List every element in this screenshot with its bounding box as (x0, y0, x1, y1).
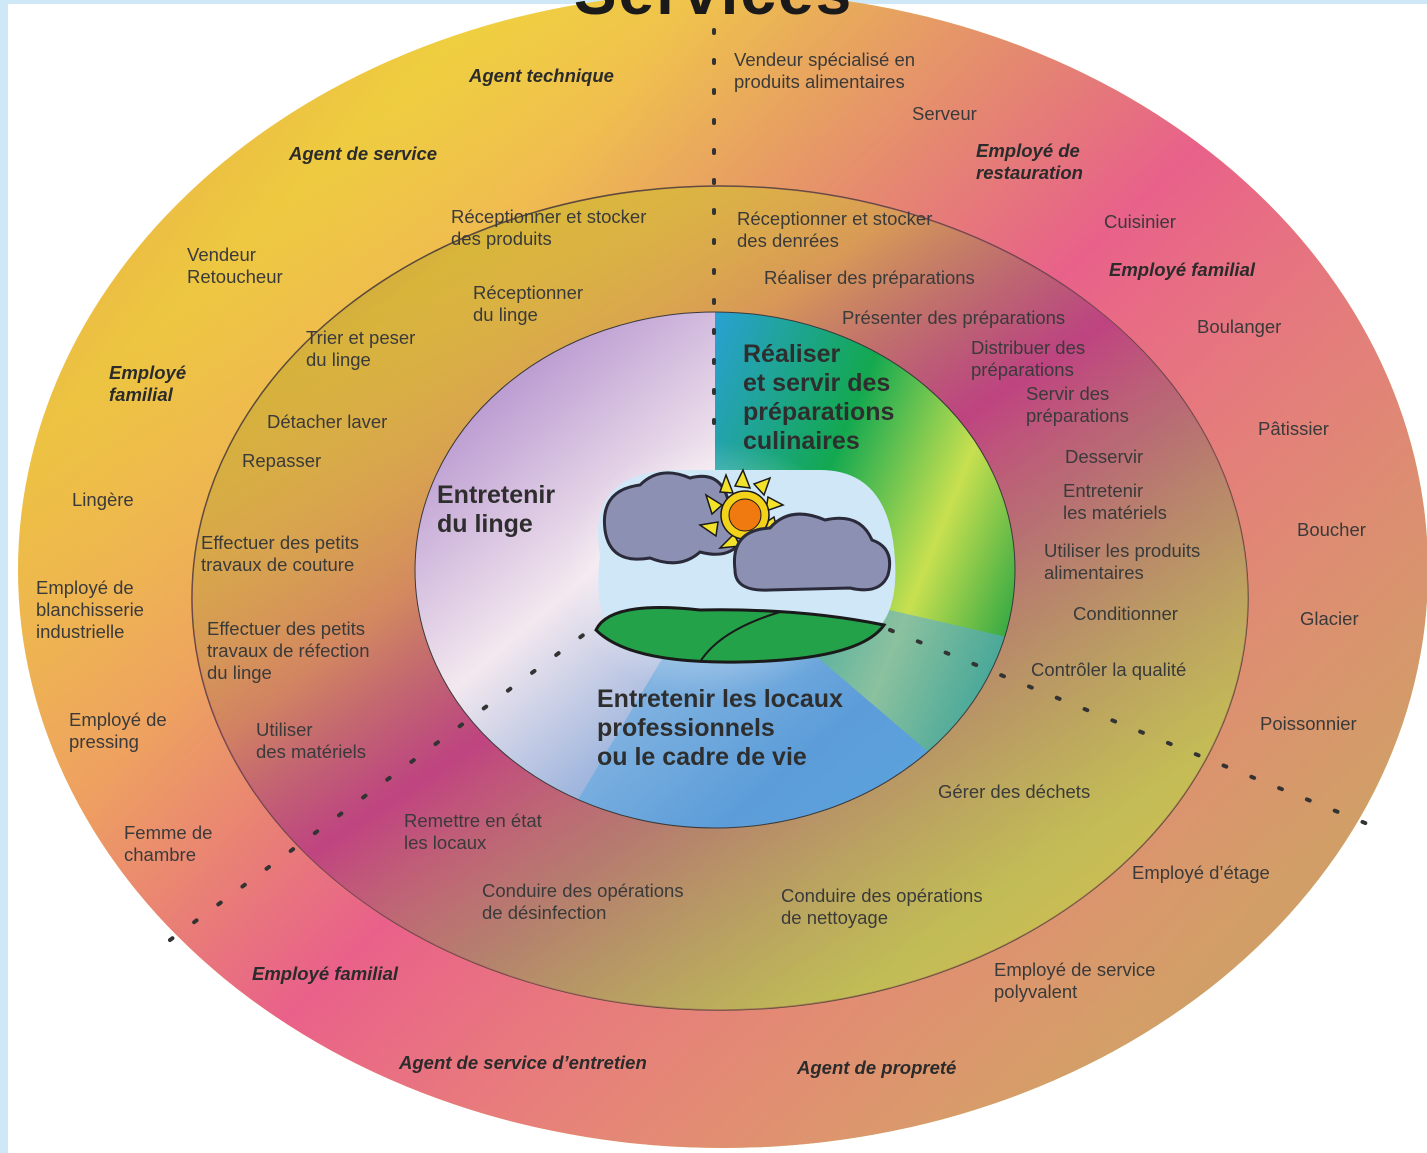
activity-receptionner-linge: Réceptionner du linge (473, 282, 584, 325)
activity-controler-qualite: Contrôler la qualité (1031, 659, 1187, 680)
job-pressing: Employé de pressing (69, 709, 167, 752)
activity-receptionner-stocker-denrees: Réceptionner et stocker des denrées (737, 208, 933, 251)
job-poissonnier: Poissonnier (1260, 713, 1357, 734)
activity-detacher-laver: Détacher laver (267, 411, 388, 432)
job-employe-familial-bottom: Employé familial (252, 963, 398, 984)
activity-desinfection: Conduire des opérations de désinfection (482, 880, 684, 923)
job-vendeur-alimentaire: Vendeur spécialisé en produits alimentai… (734, 49, 916, 92)
job-employe-restauration: Employé de restauration (976, 140, 1083, 183)
activity-distribuer-preparations: Distribuer des préparations (971, 337, 1086, 380)
job-agent-service: Agent de service (289, 143, 438, 164)
activity-trier-peser: Trier et peser du linge (306, 327, 416, 370)
activity-utiliser-materiels: Utiliser des matériels (256, 719, 367, 762)
activity-petits-travaux-refection: Effectuer des petits travaux de réfectio… (207, 618, 370, 683)
page-title: Services (0, 0, 1427, 24)
green-field (594, 606, 887, 664)
activity-repasser: Repasser (242, 450, 322, 471)
activity-desservir: Desservir (1065, 446, 1144, 467)
job-cuisinier: Cuisinier (1104, 211, 1176, 232)
core-linge: Entretenir du linge (437, 481, 556, 538)
job-agent-technique: Agent technique (469, 65, 614, 86)
activity-receptionner-stocker-produits: Réceptionner et stocker des produits (451, 206, 647, 249)
activity-petits-travaux-couture: Effectuer des petits travaux de couture (201, 532, 360, 575)
job-employe-familial-right: Employé familial (1109, 259, 1255, 280)
job-vendeur-retoucheur: Vendeur Retoucheur (187, 244, 283, 287)
center-disk-outline (414, 311, 1016, 829)
activity-gerer-dechets: Gérer des déchets (938, 781, 1091, 802)
job-employe-etage: Employé d’étage (1132, 862, 1270, 883)
job-agent-entretien: Agent de service d’entretien (399, 1052, 647, 1073)
weather-illustration (594, 468, 896, 664)
activity-entretenir-materiels: Entretenir les matériels (1063, 480, 1167, 523)
activity-realiser-preparations: Réaliser des préparations (764, 267, 975, 288)
activity-servir-preparations: Servir des préparations (1026, 383, 1129, 426)
activity-presenter-preparations: Présenter des préparations (842, 307, 1066, 328)
job-agent-proprete: Agent de propreté (797, 1057, 957, 1078)
job-boulanger: Boulanger (1197, 316, 1282, 337)
activity-remettre-etat: Remettre en état les locaux (404, 810, 542, 853)
core-culinaire: Réaliser et servir des préparations culi… (743, 340, 895, 455)
activity-nettoyage: Conduire des opérations de nettoyage (781, 885, 983, 928)
job-blanchisserie: Employé de blanchisserie industrielle (36, 577, 144, 642)
job-employe-familial-left: Employé familial (109, 362, 187, 405)
job-serveur: Serveur (912, 103, 977, 124)
job-femme-chambre: Femme de chambre (124, 822, 213, 865)
job-patissier: Pâtissier (1258, 418, 1329, 439)
job-lingere: Lingère (72, 489, 134, 510)
activity-conditionner: Conditionner (1073, 603, 1178, 624)
activity-utiliser-produits: Utiliser les produits alimentaires (1044, 540, 1201, 583)
job-glacier: Glacier (1300, 608, 1359, 629)
core-locaux: Entretenir les locaux professionnels ou … (597, 685, 843, 771)
job-service-polyvalent: Employé de service polyvalent (994, 959, 1156, 1002)
cloud-right-icon (732, 512, 892, 592)
job-boucher: Boucher (1297, 519, 1366, 540)
